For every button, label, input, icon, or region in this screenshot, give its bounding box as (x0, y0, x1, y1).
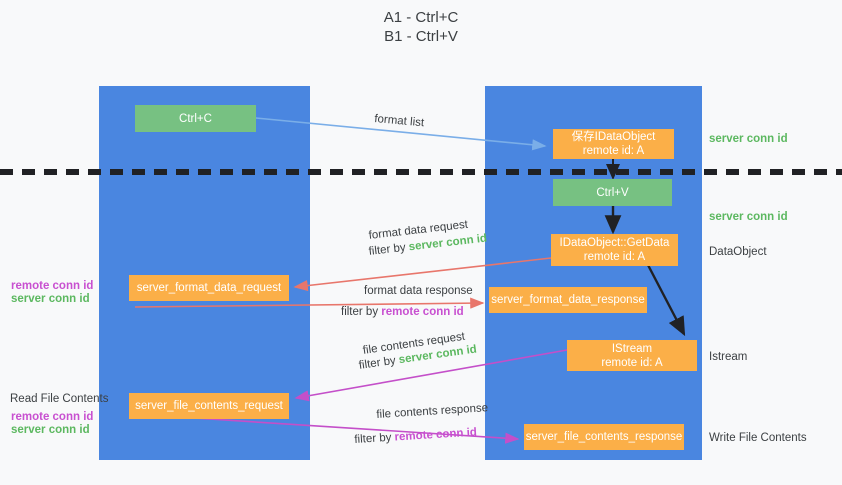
node-server-file-contents-request[interactable]: server_file_contents_request (129, 393, 289, 419)
label-dataobject: DataObject (709, 246, 767, 258)
phase-separator (0, 169, 842, 175)
node-ctrl-v[interactable]: Ctrl+V (553, 179, 672, 206)
node-save-idataobject[interactable]: 保存IDataObject remote id: A (553, 129, 674, 159)
label-remote-conn-id-mid: remote conn id (11, 280, 94, 292)
label-read-file-contents: Read File Contents (10, 393, 109, 405)
page-title: A1 - Ctrl+C B1 - Ctrl+V (0, 8, 842, 46)
filter-value-remote-conn-id-2: remote conn id (394, 426, 478, 444)
filter-prefix-4: filter by (354, 431, 395, 446)
edge-label-format-data-response-filter: filter by remote conn id (341, 305, 464, 320)
edge-label-file-contents-response: file contents response (376, 402, 489, 421)
label-server-conn-id-second: server conn id (709, 211, 788, 223)
label-server-conn-id-bottom: server conn id (11, 424, 90, 436)
node-server-file-contents-response[interactable]: server_file_contents_response (524, 424, 684, 450)
label-remote-conn-id-bottom: remote conn id (11, 411, 94, 423)
filter-prefix-2: filter by (341, 306, 382, 318)
node-istream[interactable]: IStream remote id: A (567, 340, 697, 371)
title-line-2: B1 - Ctrl+V (384, 28, 458, 45)
edge-label-file-contents-response-filter: filter by remote conn id (354, 426, 477, 448)
node-ctrl-c[interactable]: Ctrl+C (135, 105, 256, 132)
label-write-file-contents: Write File Contents (709, 432, 807, 444)
label-istream: Istream (709, 351, 748, 363)
node-server-format-data-response[interactable]: server_format_data_response (489, 287, 647, 313)
filter-prefix-1: filter by (368, 241, 410, 258)
edge-label-format-list: format list (373, 112, 425, 130)
label-server-conn-id-mid: server conn id (11, 293, 90, 305)
filter-prefix-3: filter by (358, 354, 400, 372)
node-idataobject-getdata[interactable]: IDataObject::GetData remote id: A (551, 234, 678, 266)
title-line-1: A1 - Ctrl+C (383, 9, 459, 26)
edge-label-format-data-response: format data response (364, 285, 473, 297)
label-server-conn-id-top: server conn id (709, 133, 788, 145)
filter-value-remote-conn-id-1: remote conn id (381, 306, 464, 318)
node-server-format-data-request[interactable]: server_format_data_request (129, 275, 289, 301)
